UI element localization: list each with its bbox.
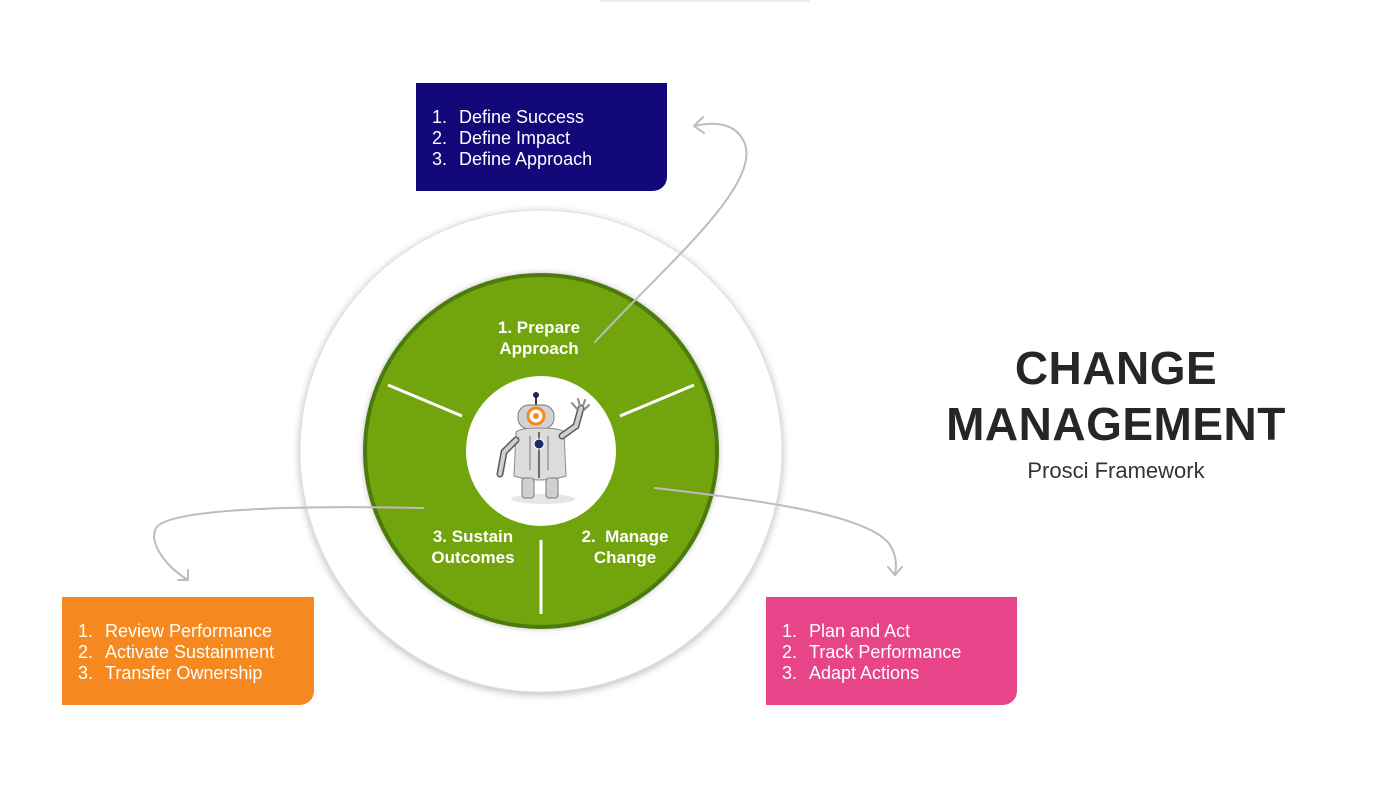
step-number: 3. [78, 663, 94, 683]
phase-label-sustain-line1: 3. Sustain [432, 527, 514, 546]
arrow-manage-head-icon [887, 566, 903, 576]
phase-label-prepare-line2: Approach [499, 339, 579, 358]
arrow-prepare [594, 122, 748, 343]
step-text: Plan and Act [809, 621, 911, 641]
phase-label-manage: 2. Manage Change [566, 526, 684, 568]
step-number: 1. [782, 621, 798, 641]
step-number: 2. [78, 642, 94, 662]
step-item: 3. Adapt Actions [782, 663, 1003, 684]
arrow-manage [654, 487, 897, 576]
robot-mascot-icon [496, 392, 590, 504]
phase-label-manage-line2: Change [593, 548, 657, 567]
step-text: Review Performance [105, 621, 273, 641]
divider-left [387, 383, 463, 418]
step-number: 3. [432, 149, 448, 169]
step-number: 2. [782, 642, 798, 662]
step-number: 3. [782, 663, 798, 683]
step-item: 3. Define Approach [432, 149, 653, 170]
step-text: Define Success [459, 107, 585, 127]
step-item: 2. Track Performance [782, 642, 1003, 663]
step-item: 1. Review Performance [78, 621, 300, 642]
steps-box-prepare: 1. Define Success 2. Define Impact 3. Defin… [416, 83, 667, 191]
step-item: 2. Define Impact [432, 128, 653, 149]
page-subtitle: Prosci Framework [1027, 458, 1205, 483]
phase-label-sustain-line2: Outcomes [431, 548, 515, 567]
steps-box-manage: 1. Plan and Act 2. Track Performance 3. Ada… [766, 597, 1017, 705]
steps-box-sustain: 1. Review Performance 2. Activate Sustainm… [62, 597, 314, 705]
page-title-line2: MANAGEMENT [946, 398, 1286, 450]
step-item: 3. Transfer Ownership [78, 663, 300, 684]
step-text: Track Performance [809, 642, 962, 662]
top-edge-shadow [600, 0, 810, 2]
step-text: Activate Sustainment [105, 642, 275, 662]
step-number: 2. [432, 128, 448, 148]
phase-label-sustain: 3. Sustain Outcomes [412, 526, 534, 568]
step-text: Adapt Actions [809, 663, 920, 683]
step-text: Define Impact [459, 128, 571, 148]
divider-right [619, 383, 695, 418]
step-item: 2. Activate Sustainment [78, 642, 300, 663]
step-number: 1. [432, 107, 448, 127]
arrow-sustain-head-icon [177, 569, 189, 581]
step-text: Transfer Ownership [105, 663, 263, 683]
arrow-prepare-head-icon [693, 116, 705, 134]
step-item: 1. Plan and Act [782, 621, 1003, 642]
page-title-line1: CHANGE [1014, 342, 1218, 394]
step-text: Define Approach [459, 149, 593, 169]
arrow-sustain [153, 506, 424, 581]
step-number: 1. [78, 621, 94, 641]
phase-label-manage-line1: 2. Manage [581, 527, 669, 546]
phase-label-prepare: 1. Prepare Approach [474, 317, 604, 359]
phase-label-prepare-line1: 1. Prepare [497, 318, 581, 337]
step-item: 1. Define Success [432, 107, 653, 128]
title-block: CHANGE MANAGEMENT Prosci Framework [918, 340, 1314, 486]
page-title: CHANGE MANAGEMENT [918, 340, 1314, 452]
